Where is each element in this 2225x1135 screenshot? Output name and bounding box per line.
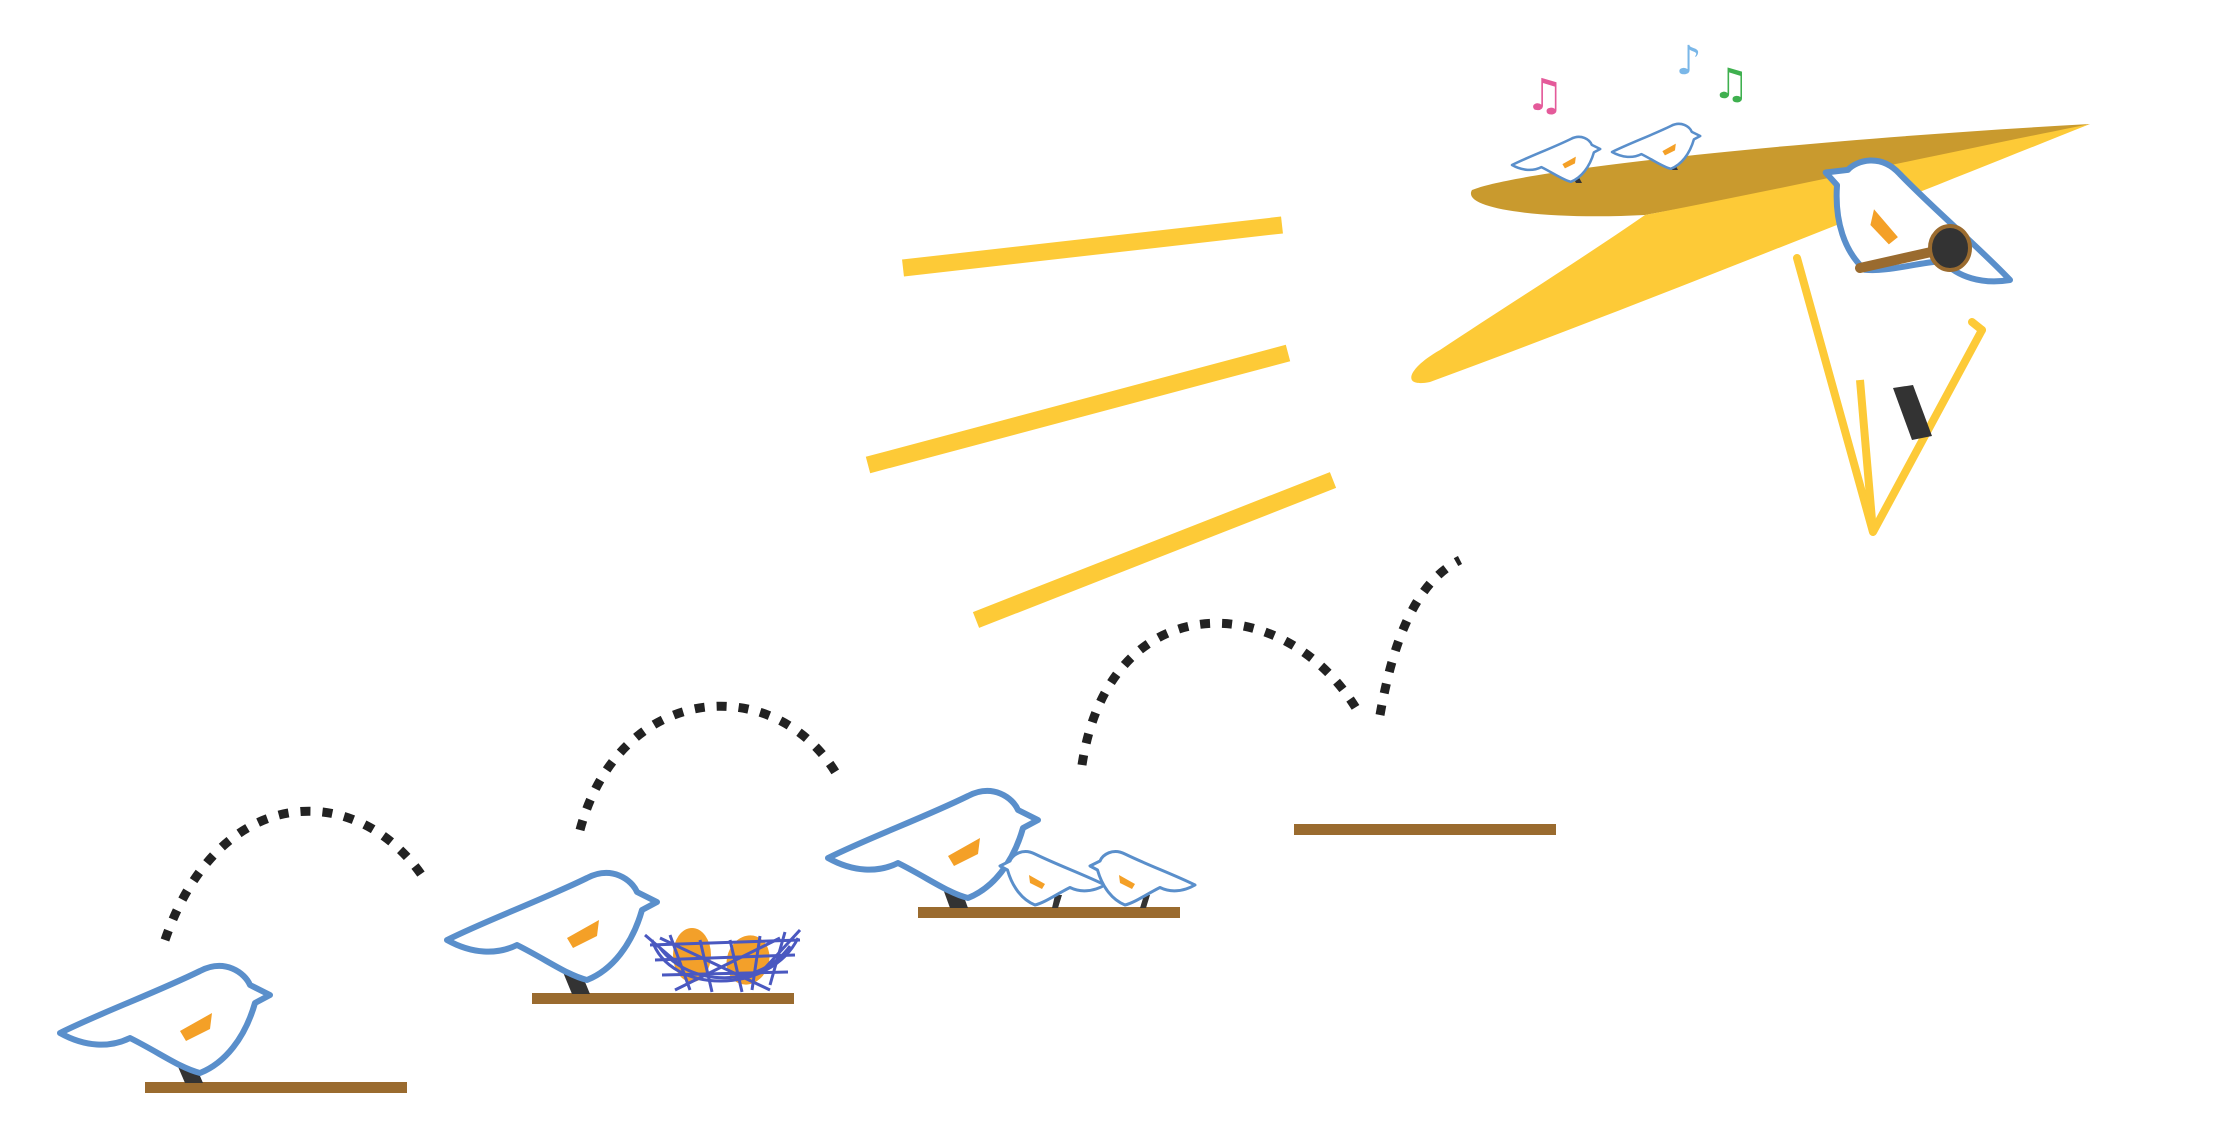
passenger-birds (1510, 122, 1702, 184)
bird-stage-2 (447, 873, 657, 994)
speed-line-1 (902, 216, 1283, 277)
speed-lines (865, 216, 1337, 628)
chick-1 (998, 849, 1107, 908)
jump-path-1 (160, 806, 429, 942)
nest-with-eggs (644, 928, 802, 993)
bird-icon (828, 791, 1038, 898)
bird-stage-3 (828, 791, 1197, 908)
music-note-icon: ♫ (1525, 70, 1564, 121)
jump-path-4 (1375, 555, 1463, 716)
perch-2 (532, 993, 794, 1004)
passenger-bird-1 (1510, 135, 1602, 184)
chick-2 (1088, 849, 1197, 908)
jump-path-3 (1077, 618, 1364, 766)
flying-bird (1799, 145, 2033, 440)
bird-icon (447, 873, 657, 980)
goggles-icon (1855, 224, 1972, 273)
perches (145, 824, 1556, 1093)
music-note-icon: ♫ (1712, 59, 1750, 108)
perch-4 (1294, 824, 1556, 835)
bird-icon (60, 966, 270, 1073)
speed-line-3 (972, 472, 1337, 628)
music-note-icon: ♪ (1676, 38, 1702, 84)
glider-frame-front (1856, 379, 1877, 533)
chick-icon (1088, 849, 1197, 907)
glider-wing-top (1470, 124, 2090, 217)
chick-icon (998, 849, 1107, 907)
jump-paths (160, 555, 1463, 942)
glider-wing-sail (1411, 124, 2090, 384)
bird-stage-1 (60, 966, 270, 1083)
passenger-bird-2 (1610, 122, 1702, 171)
perch-3 (918, 907, 1180, 918)
jump-path-2 (575, 701, 844, 832)
bird-leg (1893, 385, 1932, 440)
hang-glider (1411, 124, 2090, 536)
music-notes: ♫ ♪ ♫ (1525, 38, 1750, 121)
speed-line-2 (865, 344, 1291, 474)
nest-icon (644, 928, 802, 993)
perch-1 (145, 1082, 407, 1093)
